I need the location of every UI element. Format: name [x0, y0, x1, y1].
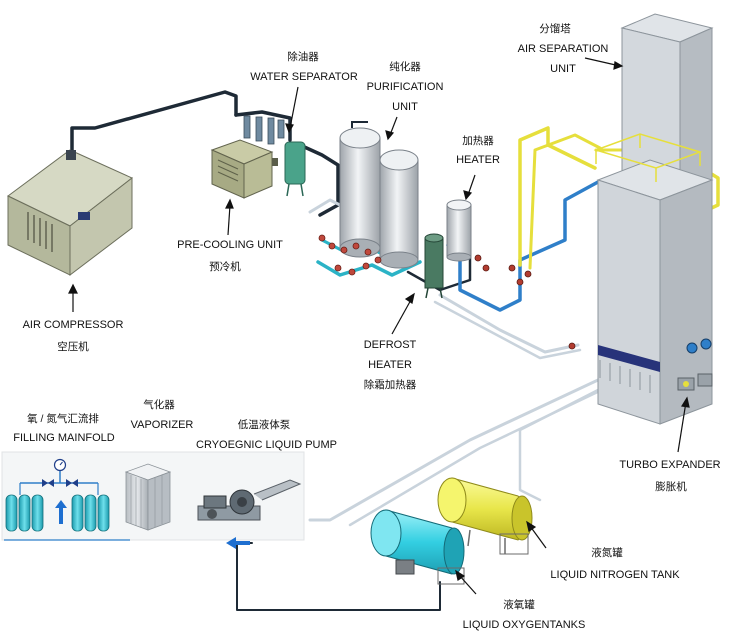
flow-arrow-icon — [55, 500, 67, 524]
valve-cluster-heater — [474, 254, 576, 350]
liquid-oxygen-label: LIQUID OXYGENTANKS — [462, 619, 586, 631]
liquid-oxygen-label-cn: 液氧罐 — [503, 599, 535, 611]
valve-cluster-purifier — [318, 234, 382, 276]
defrost-heater-label-cn: 除霜加热器 — [363, 379, 417, 391]
air-compressor-label: AIR COMPRESSOR — [22, 319, 124, 331]
pipe-separator-to-purifier — [298, 143, 340, 217]
purification-unit — [339, 121, 419, 269]
defrost-heater-label-2: HEATER — [368, 359, 412, 371]
air-separation-unit — [593, 13, 714, 425]
cryogenic-pump-label: CRYOEGNIC LIQUID PUMP — [196, 439, 337, 451]
filling-manifold-label: FILLING MAINFOLD — [13, 432, 115, 444]
pipe-yellow-left — [518, 126, 597, 267]
flow-arrow-icon — [226, 537, 250, 549]
annotation-arrows — [68, 57, 690, 595]
pipe-compressor-outlet — [70, 90, 238, 152]
pipe-yellow-mid — [528, 133, 602, 270]
air-compressor — [7, 149, 133, 277]
vaporizer — [124, 463, 172, 531]
liquid-nitrogen-label-cn: 液氮罐 — [591, 547, 623, 559]
gas-cylinders-right — [71, 494, 110, 532]
air-separation-label-unit: UNIT — [550, 63, 576, 75]
air-compressor-label-cn: 空压机 — [57, 341, 89, 353]
pipe-light-heater-2 — [433, 300, 582, 360]
defrost-heater-label: DEFROST — [363, 339, 417, 351]
pre-cooling-label: PRE-COOLING UNIT — [177, 239, 283, 251]
water-separator-label-cn: 除油器 — [287, 51, 319, 63]
water-separator-label: WATER SEPARATOR — [250, 71, 358, 83]
filling-station-inset — [1, 451, 305, 549]
turbo-expander-label: TURBO EXPANDER — [619, 459, 721, 471]
cryogenic-liquid-pump — [197, 479, 302, 521]
heater-label: HEATER — [456, 154, 500, 166]
pressure-gauge-icon — [700, 338, 712, 350]
liquid-nitrogen-label: LIQUID NITROGEN TANK — [550, 569, 680, 581]
vaporizer-label: VAPORIZER — [130, 419, 194, 431]
pipe-product-to-tanks — [308, 378, 600, 522]
pre-cooling-label-cn: 预冷机 — [209, 261, 241, 273]
filling-manifold-label-cn: 氧 / 氮气汇流排 — [27, 413, 99, 425]
water-separator-filters — [243, 115, 285, 145]
defrost-heater — [424, 233, 444, 299]
liquid-nitrogen-tank — [437, 477, 533, 555]
pre-cooling-unit — [210, 139, 278, 199]
heater-label-cn: 加热器 — [462, 135, 494, 147]
pipe-blue-main — [446, 180, 600, 312]
vaporizer-label-cn: 气化器 — [143, 399, 175, 411]
pipe-manifold-cyan — [316, 260, 422, 277]
cryogenic-pump-label-cn: 低温液体泵 — [237, 419, 291, 431]
valve-icon — [42, 479, 78, 487]
gas-cylinders-left — [5, 494, 44, 532]
air-separation-label-cn: 分馏塔 — [539, 23, 571, 35]
heater — [446, 199, 472, 262]
purification-label-unit: UNIT — [392, 101, 418, 113]
pressure-gauge-icon — [686, 342, 698, 354]
water-separator-vessel — [284, 141, 306, 197]
pressure-gauge-icon — [53, 458, 67, 472]
pipe-dark-upper — [406, 253, 472, 292]
pipe-tanks-return — [518, 388, 600, 502]
purification-label: PURIFICATION — [366, 81, 444, 93]
air-separation-label: AIR SEPARATION — [517, 43, 609, 55]
pipe-light-heater — [438, 293, 580, 354]
turbo-expander-label-cn: 膨胀机 — [655, 481, 687, 493]
liquid-oxygen-tank — [370, 509, 465, 585]
purification-label-cn: 纯化器 — [389, 61, 421, 73]
